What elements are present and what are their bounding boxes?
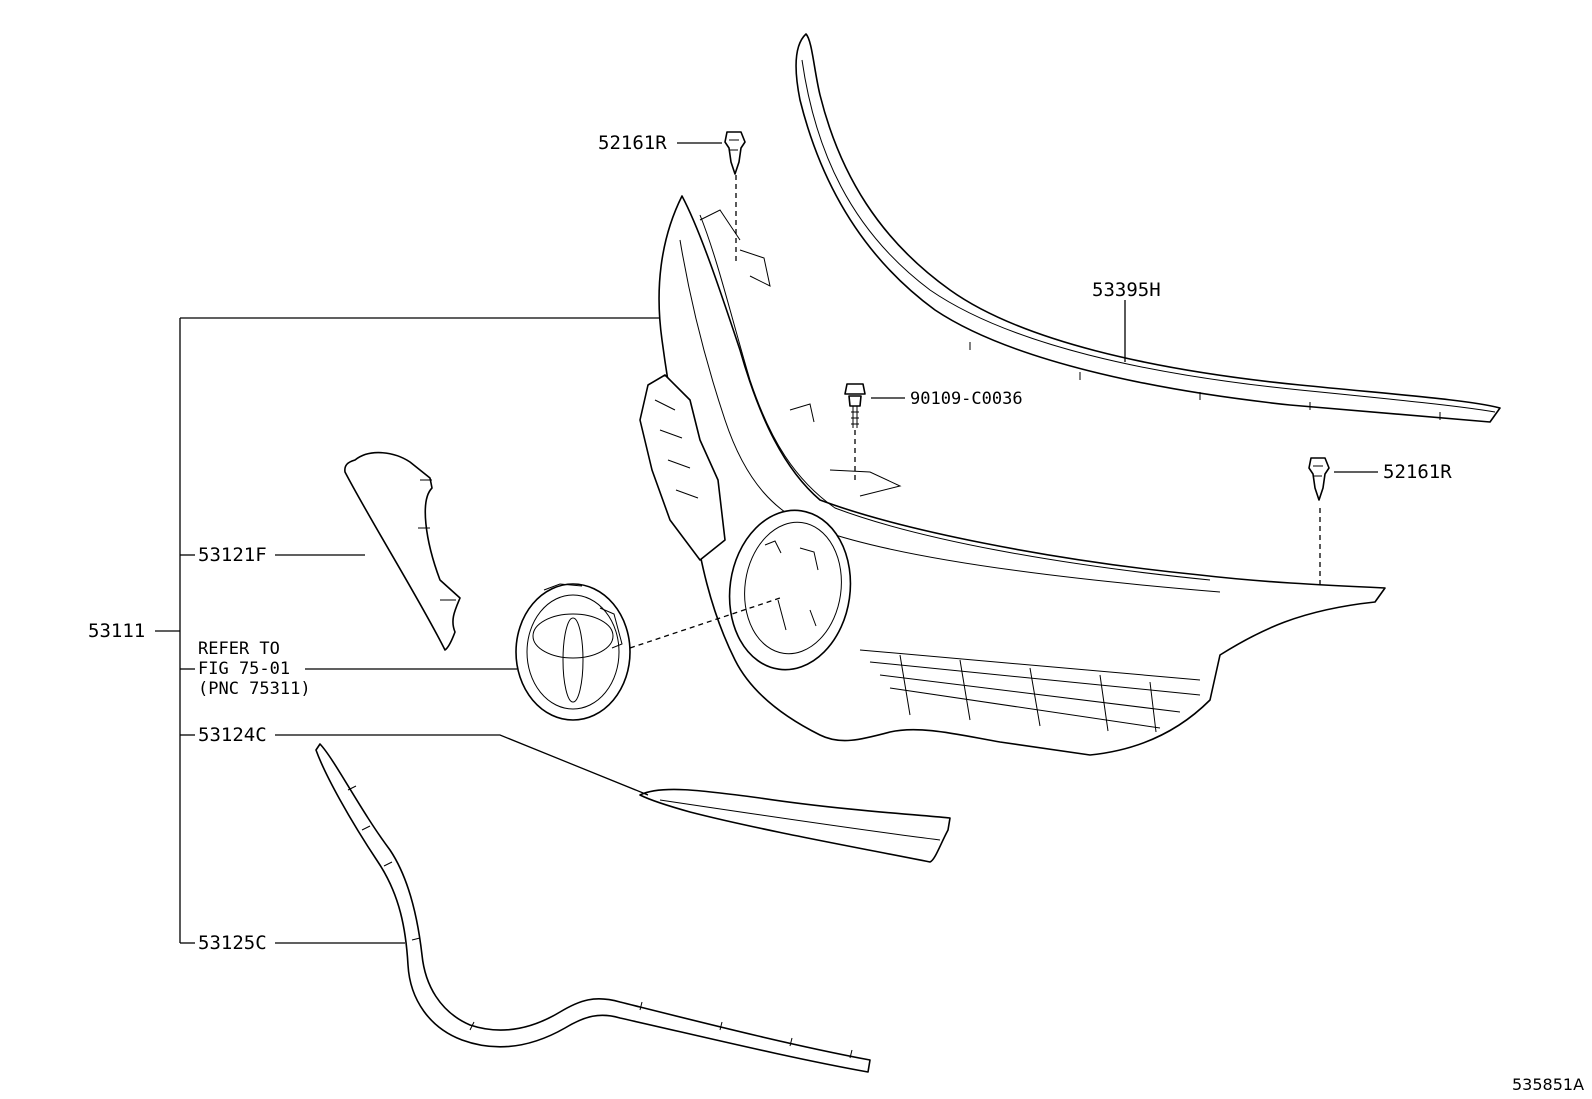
grille-assembly-53111 bbox=[639, 195, 1386, 756]
refer-to-line-2: FIG 75-01 bbox=[198, 659, 291, 679]
figure-id: 535851A bbox=[1512, 1075, 1585, 1094]
label-53125C: 53125C bbox=[198, 932, 267, 954]
molding-53124C bbox=[639, 788, 951, 863]
refer-to-line-3: (PNC 75311) bbox=[198, 679, 311, 699]
leader-lines bbox=[155, 142, 1378, 944]
screw-90109-C0036 bbox=[844, 383, 866, 428]
label-53124C: 53124C bbox=[198, 724, 267, 746]
toyota-emblem bbox=[515, 583, 631, 721]
refer-to-line-1: REFER TO bbox=[198, 639, 280, 659]
label-53395H: 53395H bbox=[1092, 279, 1161, 301]
clip-52161R-top bbox=[724, 131, 746, 175]
label-53121F: 53121F bbox=[198, 544, 267, 566]
label-52161R-right: 52161R bbox=[1383, 461, 1452, 483]
garnish-53125C bbox=[315, 743, 871, 1073]
clip-52161R-right bbox=[1308, 457, 1330, 501]
garnish-53121F bbox=[344, 451, 461, 651]
label-53111: 53111 bbox=[88, 620, 146, 642]
label-90109-C0036: 90109-C0036 bbox=[910, 389, 1023, 409]
label-52161R-top: 52161R bbox=[598, 132, 667, 154]
upper-molding-53395H bbox=[795, 33, 1501, 423]
